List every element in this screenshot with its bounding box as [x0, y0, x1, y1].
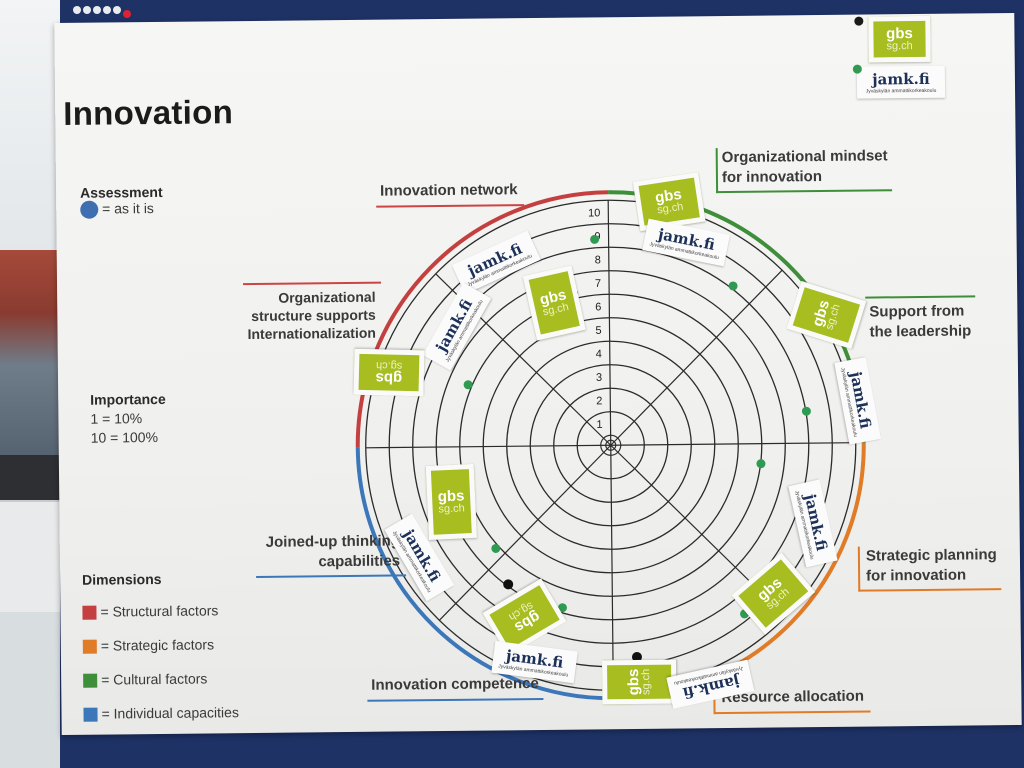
black-dot-marker — [854, 16, 864, 26]
label-strategic-planning: Strategic planning for innovation — [857, 545, 1002, 592]
label-text: Innovation network — [379, 181, 518, 200]
importance-line-2: 10 = 100% — [90, 428, 159, 446]
scale-tick-label: 1 — [596, 419, 602, 431]
poster-sheet: 12345678910 Innovation Assessment = as i… — [54, 12, 1022, 736]
dimension-structural: = Structural factors — [82, 593, 238, 629]
logo-subtext: sg.ch — [640, 668, 653, 696]
label-text: for innovation — [721, 167, 823, 186]
dimension-individual: = Individual capacities — [83, 695, 239, 731]
scale-tick-label: 8 — [595, 254, 601, 266]
label-text: Internationalization — [247, 325, 376, 343]
logo-text: jamk.fi — [872, 69, 930, 89]
scale-tick-label: 6 — [595, 301, 601, 313]
importance-line-1: 1 = 10% — [90, 410, 143, 427]
scale-tick-label: 4 — [596, 348, 602, 360]
assessment-label: = as it is — [102, 200, 154, 217]
individual-arc — [355, 447, 614, 701]
label-text: capabilities — [318, 551, 401, 570]
label-text: Joined-up thinking — [265, 532, 400, 551]
board-dots — [72, 2, 122, 20]
importance-legend: Importance 1 = 10% 10 = 100% — [90, 390, 166, 447]
assessment-dot-icon — [80, 200, 99, 220]
jamk-logo: jamk.fi Jyväskylän ammattikorkeakoulu — [856, 65, 946, 99]
importance-heading: Importance — [90, 390, 166, 408]
logo-subtext: sg.ch — [375, 359, 403, 372]
label-text: Strategic planning — [865, 546, 997, 565]
scale-tick-label: 5 — [595, 325, 601, 337]
red-pin — [123, 10, 131, 18]
logo-subtext: sg.ch — [438, 502, 466, 516]
wheel-spoke — [365, 444, 611, 449]
assessment-heading: Assessment — [79, 183, 163, 201]
label-organizational-structure: Organizational structure supports Intern… — [243, 281, 383, 344]
logo-text: gbs — [375, 369, 403, 387]
dimension-cultural: = Cultural factors — [83, 661, 239, 697]
dimension-label: = Strategic factors — [100, 636, 215, 654]
wheel-spoke — [610, 442, 856, 446]
logo-subtext: sg.ch — [886, 40, 913, 53]
green-assessment-dot — [463, 380, 473, 390]
black-assessment-dot — [631, 651, 642, 662]
scale-tick-label: 7 — [595, 278, 601, 290]
assessment-legend: Assessment = as it is — [79, 183, 163, 220]
window-building-view — [0, 250, 62, 460]
window-sky — [0, 0, 62, 250]
green-assessment-dot — [801, 406, 811, 416]
dimension-strategic: = Strategic factors — [82, 627, 239, 663]
wheel-spoke — [610, 269, 783, 446]
orange-square-icon — [82, 639, 97, 655]
dimension-label: = Structural factors — [100, 602, 219, 620]
label-innovation-network: Innovation network — [375, 180, 524, 208]
label-text: structure supports — [251, 306, 376, 325]
label-text: Organizational — [278, 288, 376, 306]
green-assessment-dot — [491, 543, 501, 553]
scale-tick-label: 2 — [596, 395, 602, 407]
green-assessment-dot — [728, 281, 738, 291]
blue-square-icon — [83, 707, 98, 723]
label-organizational-mindset: Organizational mindset for innovation — [715, 146, 892, 194]
dimensions-legend: Dimensions = Structural factors = Strate… — [82, 569, 239, 731]
label-text: Organizational mindset — [721, 147, 888, 167]
label-innovation-competence: Innovation competence — [367, 673, 543, 702]
scale-tick-label: 10 — [588, 207, 600, 219]
dimension-label: = Cultural factors — [101, 670, 208, 688]
dimensions-heading: Dimensions — [82, 570, 162, 588]
wheel-spoke — [438, 444, 612, 621]
scale-tick-label: 3 — [596, 372, 602, 384]
label-joined-up-thinking: Joined-up thinking capabilities — [255, 531, 407, 578]
label-text: Support from — [869, 302, 965, 321]
label-text: for innovation — [866, 566, 967, 585]
green-assessment-dot — [590, 234, 600, 244]
green-dot-marker — [852, 64, 862, 74]
black-assessment-dot — [503, 579, 514, 590]
red-square-icon — [82, 605, 97, 621]
wheel-spoke — [607, 200, 612, 446]
label-text: Innovation competence — [371, 675, 539, 694]
label-text: the leadership — [869, 321, 972, 341]
radiator — [0, 500, 70, 612]
poster-title: Innovation — [63, 93, 234, 132]
logo-subtext: sg.ch — [656, 200, 685, 217]
wheel-spoke — [610, 445, 614, 691]
green-assessment-dot — [756, 459, 766, 469]
logo-subtext: Jyväskylän ammattikorkeakoulu — [865, 87, 937, 95]
label-support-leadership: Support from the leadership — [865, 295, 976, 342]
green-square-icon — [83, 673, 98, 689]
dimension-label: = Individual capacities — [101, 704, 239, 722]
